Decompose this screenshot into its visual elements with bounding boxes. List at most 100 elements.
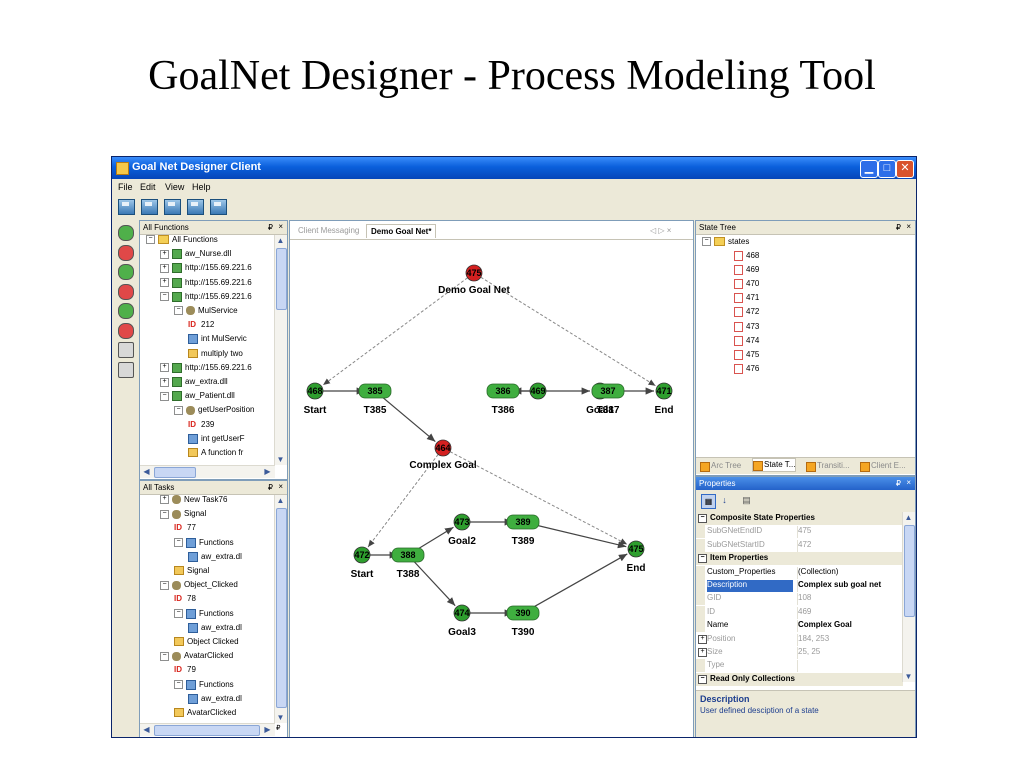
scroll-down-icon[interactable]: ▼ bbox=[904, 672, 913, 681]
collapse-icon[interactable]: − bbox=[146, 235, 155, 245]
add-transition-tool-icon[interactable] bbox=[118, 264, 134, 280]
property-value[interactable]: 25, 25 bbox=[797, 647, 908, 659]
close-button[interactable]: ✕ bbox=[896, 160, 914, 178]
menu-file[interactable]: File bbox=[118, 182, 133, 192]
collapse-icon[interactable]: − bbox=[160, 651, 169, 661]
explorer-tab[interactable]: Client E... bbox=[860, 460, 906, 472]
functions-hscroll[interactable]: ◀ ▶ bbox=[140, 465, 275, 478]
pin-icon[interactable]: ₽ bbox=[895, 223, 901, 232]
collapse-icon[interactable]: − bbox=[174, 609, 183, 619]
open-icon[interactable] bbox=[118, 199, 135, 215]
expand-icon[interactable]: + bbox=[160, 363, 169, 373]
scroll-left-icon[interactable]: ◀ bbox=[143, 467, 150, 476]
sort-alpha-icon[interactable]: ↓ bbox=[722, 495, 727, 505]
tree-item[interactable]: −Functions bbox=[174, 537, 234, 552]
scroll-left-icon[interactable]: ◀ bbox=[143, 725, 150, 734]
pin-icon[interactable]: ₽ bbox=[267, 223, 273, 232]
collapse-icon[interactable]: − bbox=[174, 680, 183, 690]
hand-tool-icon[interactable] bbox=[118, 342, 134, 358]
functions-vscroll[interactable]: ▲ ▼ bbox=[274, 235, 287, 465]
state-tree-item[interactable]: 473 bbox=[734, 321, 759, 336]
properties-vscroll[interactable]: ▲ ▼ bbox=[902, 512, 915, 682]
state-tree-item[interactable]: 471 bbox=[734, 293, 759, 307]
property-value[interactable]: 184, 253 bbox=[797, 633, 908, 646]
panel-close-icon[interactable]: × bbox=[278, 222, 283, 231]
scroll-thumb[interactable] bbox=[276, 508, 287, 708]
explorer-tab[interactable]: Arc Tree bbox=[700, 460, 741, 472]
tab-nav-controls[interactable]: ◁ ▷ × bbox=[650, 226, 672, 235]
add-state-tool-icon[interactable] bbox=[118, 225, 134, 241]
tree-item[interactable]: aw_extra.dl bbox=[188, 693, 242, 708]
tree-item[interactable]: −All Functions bbox=[146, 235, 218, 249]
pin-icon[interactable]: ₽ bbox=[895, 479, 901, 488]
save-icon[interactable] bbox=[164, 199, 181, 215]
tree-item[interactable]: multiply two bbox=[188, 349, 243, 363]
collapse-icon[interactable]: − bbox=[160, 292, 169, 302]
expand-icon[interactable]: + bbox=[160, 249, 169, 259]
property-pages-icon[interactable]: ▤ bbox=[742, 495, 751, 505]
property-row[interactable]: Type bbox=[696, 659, 903, 673]
tree-item[interactable]: −getUserPosition bbox=[174, 405, 254, 419]
scroll-up-icon[interactable]: ▲ bbox=[904, 513, 913, 522]
collapse-icon[interactable]: − bbox=[698, 554, 707, 564]
property-category[interactable]: −Read Only Collections bbox=[696, 672, 903, 686]
tree-item[interactable]: −Functions bbox=[174, 608, 234, 623]
tree-item[interactable]: −http://155.69.221.6 bbox=[160, 291, 252, 306]
tasks-vscroll[interactable]: ▲ ▼ bbox=[274, 495, 287, 723]
tree-item[interactable]: int MulServic bbox=[188, 334, 247, 348]
menu-help[interactable]: Help bbox=[192, 182, 211, 192]
state-tree-item[interactable]: 476 bbox=[734, 363, 759, 378]
explorer-tab[interactable]: State T... bbox=[752, 458, 797, 472]
tree-item[interactable]: Signal bbox=[174, 566, 209, 580]
expand-icon[interactable]: + bbox=[160, 377, 169, 387]
tree-item[interactable]: −Object_Clicked bbox=[160, 580, 238, 594]
property-value[interactable]: 475 bbox=[797, 526, 908, 539]
property-value[interactable] bbox=[797, 660, 908, 673]
tree-item[interactable]: +http://155.69.221.6 bbox=[160, 263, 252, 277]
resize-grip[interactable]: ₽ bbox=[276, 725, 281, 732]
state-node[interactable]: 469 bbox=[529, 382, 547, 400]
tree-item[interactable]: −aw_Patient.dll bbox=[160, 391, 235, 405]
scroll-up-icon[interactable]: ▲ bbox=[276, 496, 285, 505]
property-row[interactable]: Custom_Properties(Collection) bbox=[696, 565, 903, 579]
expand-icon[interactable]: + bbox=[698, 648, 707, 657]
state-tree-item[interactable]: 472 bbox=[734, 307, 759, 321]
scroll-thumb[interactable] bbox=[904, 525, 915, 617]
scroll-up-icon[interactable]: ▲ bbox=[276, 236, 285, 245]
panel-close-icon[interactable]: × bbox=[278, 482, 283, 491]
scroll-down-icon[interactable]: ▼ bbox=[276, 713, 285, 722]
state-tree-item[interactable]: 475 bbox=[734, 349, 759, 364]
tree-item[interactable]: aw_extra.dl bbox=[188, 551, 242, 566]
scroll-right-icon[interactable]: ▶ bbox=[264, 467, 271, 476]
tree-item[interactable]: +aw_Nurse.dll bbox=[160, 249, 231, 263]
add-composite-state-tool-icon[interactable] bbox=[118, 244, 134, 261]
collapse-icon[interactable]: − bbox=[174, 405, 183, 415]
scroll-thumb[interactable] bbox=[154, 467, 196, 478]
tree-item[interactable]: aw_extra.dl bbox=[188, 622, 242, 637]
categorized-icon[interactable]: ▦ bbox=[701, 494, 716, 509]
scroll-down-icon[interactable]: ▼ bbox=[276, 455, 285, 464]
state-tree-root[interactable]: −states bbox=[702, 237, 749, 251]
add-goal-tool-icon[interactable] bbox=[118, 283, 134, 300]
property-value[interactable]: 469 bbox=[797, 606, 908, 619]
property-value[interactable]: 108 bbox=[797, 593, 908, 606]
